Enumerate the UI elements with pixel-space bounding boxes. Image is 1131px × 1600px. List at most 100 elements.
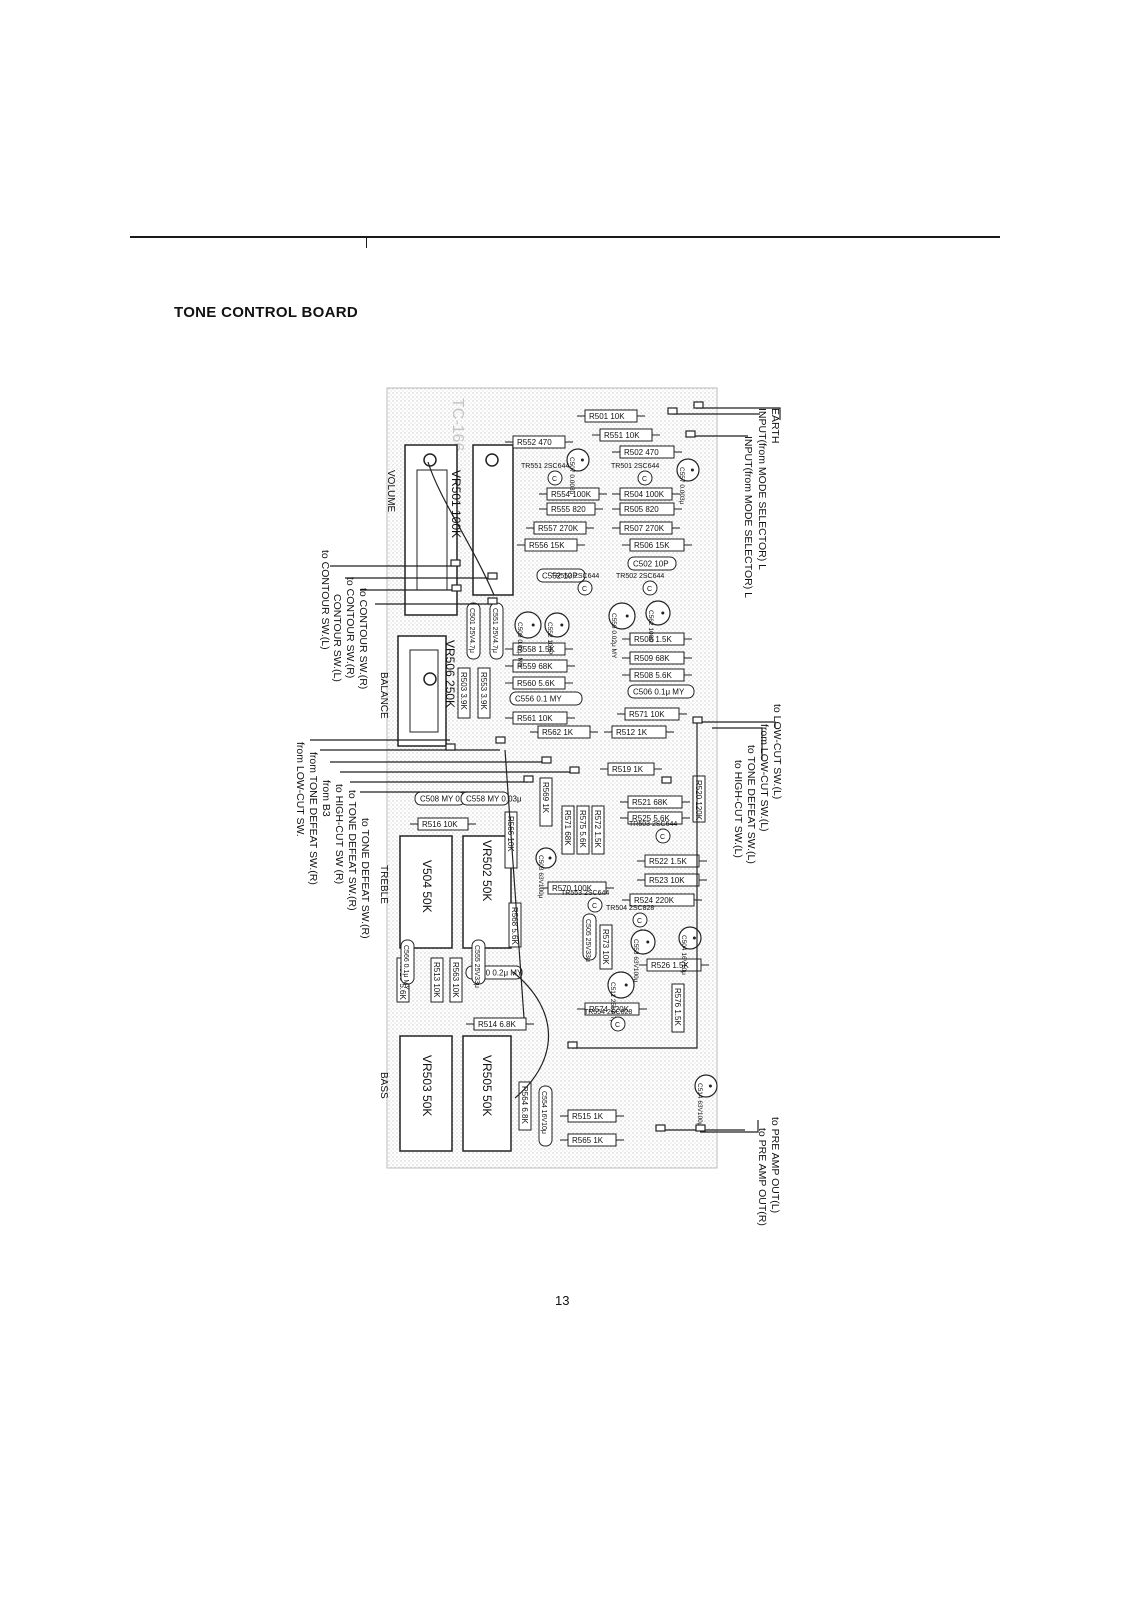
label-left-2: CONTOUR SW.(L) [331,594,343,682]
resistor: R572 1.5K [591,805,605,855]
label-left-0: to CONTOUR SW.(R) [357,588,369,689]
capacitor-label: C553 63V100μ [632,939,639,983]
label-left-1: to CONTOUR SW.(R) [344,577,356,678]
resistor: R508 5.6K [622,668,692,682]
capacitor: C552 10P [536,568,586,583]
resistor-label: R572 1.5K [593,810,602,848]
resistor-label: R553 3.9K [479,672,488,710]
solder-pad [655,1124,666,1132]
resistor: R551 10K [592,428,660,442]
pot-volume-ref: VR501 100K [449,470,463,538]
resistor-label: R559 68K [517,662,553,671]
label-pre-amp-out-l: to PRE AMP OUT(L) [769,1117,781,1213]
transistor-pin: C [637,918,642,925]
resistor-label: R564 6.8K [520,1086,529,1124]
pot-v504-ref: V504 50K [420,860,434,913]
solder-pad [487,572,498,580]
capacitor-label: C502 10P [633,560,669,569]
capacitor-label: C511 25V4.7μ [609,982,616,1023]
transistor-label: TR503 2SC644 [629,821,677,828]
capacitor-label: C559 0.02μ MY [610,613,617,659]
capacitor-label: C555 25V33μ [473,945,480,988]
resistor-label: R524 220K [634,896,675,905]
resistor-label: R508 5.6K [634,671,672,680]
resistor: R559 68K [505,659,575,673]
solder-pad [451,584,462,592]
capacitor-label: C514 63V100μ [696,1083,703,1127]
resistor: R515 1K [560,1109,624,1123]
label-left-9: from LOW-CUT SW. [294,742,306,837]
resistor-label: R522 1.5K [649,857,687,866]
pads [445,401,706,1132]
capacitor-label: C562 100P [647,610,654,643]
resistor-label: R556 15K [529,541,565,550]
label-to-low-cut: to LOW-CUT SW.(L) [771,704,783,799]
transistor-pin: C [592,903,597,910]
pot-treble-name: TREBLE [378,865,389,904]
transistor-pin: C [552,476,557,483]
resistor: R552 470 [505,435,573,449]
capacitor-label: C552 100P [546,622,553,655]
transistor-label: TR504 2SC828 [606,905,654,912]
pot-bass-ref: VR505 50K [480,1055,494,1116]
transistor-label: TR502 2SC644 [616,573,664,580]
pot-balance-name: BALANCE [378,672,389,719]
solder-pad [569,766,580,774]
label-left-7: from B3 [320,780,332,817]
resistor-label: R569 1K [541,782,550,814]
capacitor-label: C566 0.1μ MY [402,945,409,990]
resistor-label: R506 15K [634,541,670,550]
electrolytic-capacitor: C557 0.003μ [676,458,700,505]
resistor-label: R552 470 [517,438,552,447]
resistor: R508 1.5K [622,632,692,646]
resistor-label: R507 270K [624,524,665,533]
resistor-label: R502 470 [624,448,659,457]
resistor-label: R554 100K [551,490,592,499]
capacitor: C502 10P [627,556,677,571]
resistor-label: R570 100K [552,884,593,893]
resistor-label: R574 220K [589,1005,630,1014]
resistor: R560 5.6K [505,676,573,690]
pot-vr503-ref: VR503 50K [420,1055,434,1116]
resistor-label: R525 5.6K [632,814,670,823]
resistor: R568 5.6K [508,902,522,948]
solder-pad [693,401,704,409]
header-rule-tick [366,236,367,248]
resistor-label: R512 1K [616,728,648,737]
resistor-label: R576 1.5K [673,988,682,1026]
resistor-label: R557 270K [538,524,579,533]
pot-volume: VR501 100K VOLUME [385,444,514,616]
solder-pad [692,716,703,724]
resistor-label: R555 820 [551,505,586,514]
pot-volume-name: VOLUME [385,470,396,513]
left-labels: to CONTOUR SW.(R) to CONTOUR SW.(R) CONT… [294,550,371,939]
resistor: R569 1K [539,777,553,827]
resistor: R513 10K [430,957,444,1003]
resistor: R501 10K [577,409,645,423]
resistor-label: R505 820 [624,505,659,514]
resistor-label: R523 10K [649,876,685,885]
resistor-label: R504 100K [624,490,665,499]
resistor: R520 120K [692,775,706,823]
resistor-label: R514 6.8K [478,1020,516,1029]
pot-balance: VR506 250K BALANCE [378,635,457,747]
label-input-1: INPUT(from MODE SELECTOR) L [756,408,768,570]
pot-bass: VR505 50K VR503 50K BASS [378,1035,512,1152]
label-pre-amp-out-r: to PRE AMP OUT(R) [756,1128,768,1226]
solder-pad [695,1124,706,1132]
capacitor-label: C557 0.003μ [678,467,685,505]
resistor-label: R563 10K [451,962,460,998]
header-rule [130,236,1000,238]
electrolytic-capacitor: C511 25V4.7μ [607,971,635,1023]
resistor-label: R551 10K [604,431,640,440]
resistor: R502 470 [612,445,682,459]
capacitor: C505 25V33μ [582,913,597,962]
resistor: R522 1.5K [637,854,707,868]
